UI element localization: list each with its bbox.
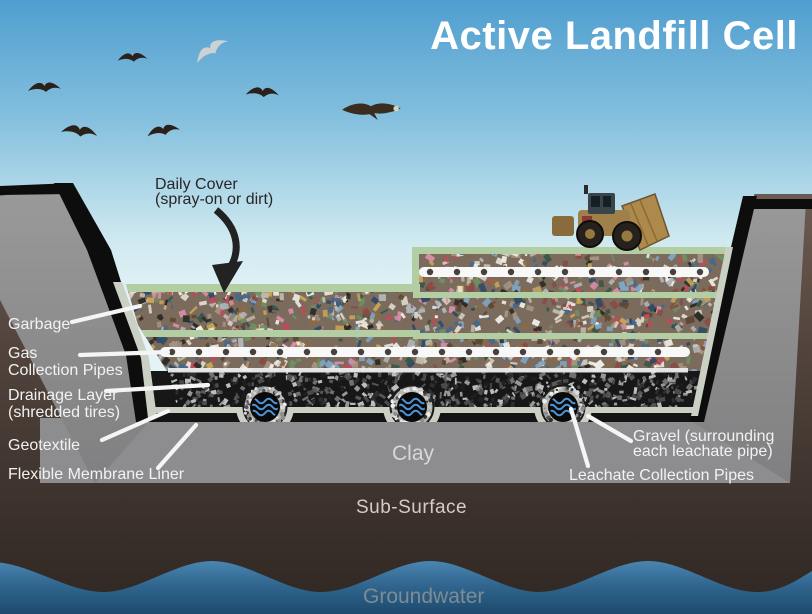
label-gas-collection-pipes: Gas Collection Pipes (8, 345, 123, 379)
leader-gravel (585, 413, 634, 444)
label-daily-cover: Daily Cover (spray-on or dirt) (155, 176, 274, 208)
slope-liners (54, 183, 757, 422)
label-groundwater: Groundwater (363, 585, 485, 608)
gas-collection-pipes (160, 267, 709, 373)
daily-cover-strip-vertical (412, 247, 419, 290)
leader-drainage (103, 382, 211, 394)
geotextile-right-slope (691, 247, 733, 416)
daily-cover-strips (126, 247, 736, 339)
leader-lines (69, 303, 634, 471)
bulldozer-icon (552, 185, 670, 252)
right-berm-top-line (744, 199, 812, 209)
label-drainage-layer: Drainage Layer (shredded tires) (8, 387, 121, 421)
label-leachate-collection-pipes: Leachate Collection Pipes (569, 467, 755, 484)
leader-gas-pipes (77, 349, 171, 358)
diagram-title: Active Landfill Cell (430, 14, 798, 58)
label-garbage: Garbage (8, 316, 71, 333)
left-berm-top-line (0, 183, 73, 195)
right-excavation-wall (694, 200, 806, 483)
leader-garbage (69, 303, 143, 325)
daily-cover-arrow (212, 207, 243, 293)
gas-pipe-holes (168, 348, 662, 356)
leachate-pipe (242, 384, 288, 422)
geotextile-left-slope (113, 282, 157, 418)
membrane-liner-left-slope (54, 183, 154, 422)
gas-pipe-holes (426, 268, 704, 276)
eagle-icon (342, 103, 401, 121)
leader-geotextile (99, 408, 171, 443)
clay-layer (40, 418, 790, 483)
label-geotextile: Geotextile (8, 437, 81, 454)
leachate-pipe (389, 384, 435, 422)
label-flexible-membrane-liner: Flexible Membrane Liner (8, 466, 185, 483)
leader-leachate (568, 406, 591, 469)
left-excavation-wall (0, 186, 147, 483)
flying-birds (28, 34, 401, 140)
label-gravel: Gravel (surrounding each leachate pipe) (633, 428, 775, 460)
label-clay: Clay (392, 442, 435, 465)
leader-membrane (155, 422, 199, 471)
groundwater-wave (0, 561, 812, 614)
label-sub-surface: Sub-Surface (356, 497, 468, 518)
